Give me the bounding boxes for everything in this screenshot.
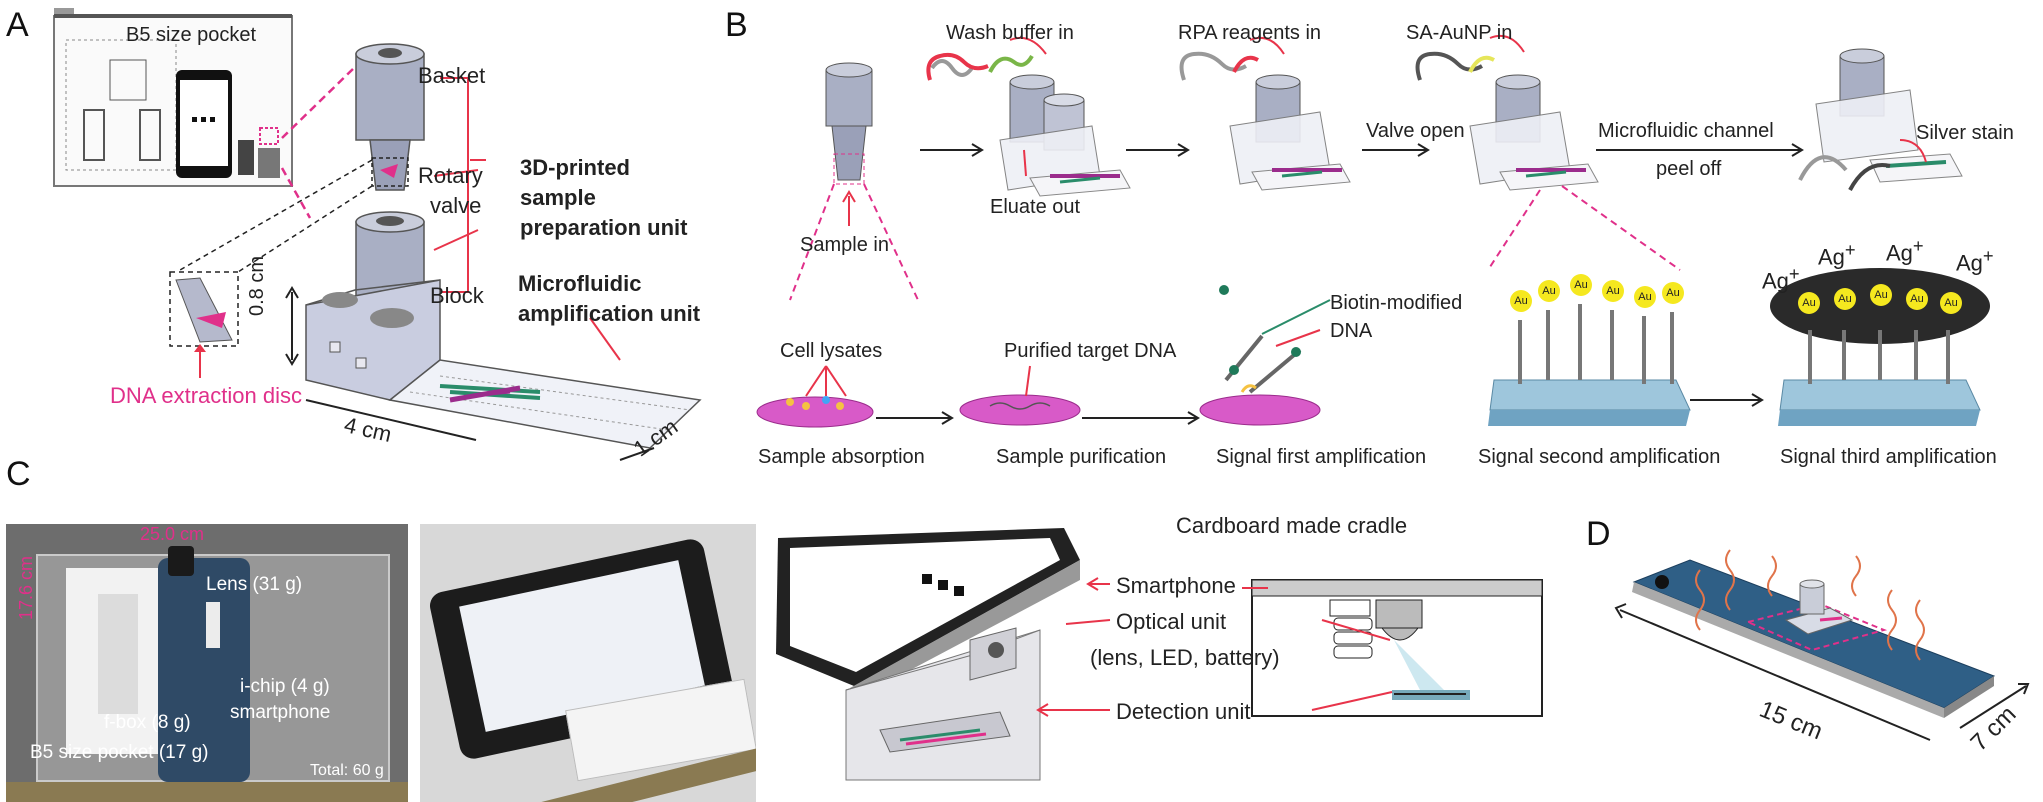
detection-unit-label: Detection unit — [1116, 699, 1251, 724]
ag-text: Ag — [1886, 240, 1913, 266]
b5-pocket-sketch — [53, 8, 357, 219]
au-particle: Au — [1634, 286, 1656, 308]
wash-buffer-label: Wash buffer in — [946, 22, 1074, 44]
device-silver — [1798, 48, 1963, 191]
amp-unit-label-2: amplification unit — [518, 301, 701, 326]
au-particle: Au — [1662, 282, 1684, 304]
sample-tube — [789, 62, 919, 301]
au-particle: Au — [1906, 288, 1928, 310]
prep-unit-label-1: 3D-printed — [520, 155, 630, 180]
rotary-valve-label-2: valve — [430, 193, 482, 218]
ag-ion-label: Ag+ — [1818, 239, 1856, 270]
prep-unit-label-2: sample — [520, 185, 596, 210]
au-particle: Au — [1870, 284, 1892, 306]
valve-open-label: Valve open — [1366, 120, 1465, 142]
ag-text: Ag — [1956, 250, 1983, 276]
channel-label-2: peel off — [1656, 158, 1722, 180]
device-base — [305, 279, 702, 449]
smartphone-label: Smartphone — [1116, 573, 1236, 598]
au-particle: Au — [1538, 280, 1560, 302]
biotin-label-2: DNA — [1330, 320, 1373, 342]
block-label: Block — [430, 283, 484, 308]
device-rpa — [1179, 36, 1351, 191]
lens-body — [168, 546, 194, 576]
width-label: 25.0 cm — [140, 524, 205, 544]
panel-letter-d: D — [1586, 515, 1611, 553]
i-chip — [206, 602, 220, 648]
phone-photo — [420, 524, 756, 802]
smartphone-photo-label: smartphone — [230, 702, 331, 723]
disc-label: DNA extraction disc — [110, 383, 302, 408]
ag-ion-label: Ag+ — [1762, 263, 1800, 294]
second-amp-substrate — [1488, 304, 1691, 426]
ag-text: Ag — [1818, 244, 1845, 270]
basket-label: Basket — [418, 63, 486, 88]
au-particle: Au — [1570, 274, 1592, 296]
purified-dna-label: Purified target DNA — [1004, 340, 1177, 362]
au-particle: Au — [1940, 292, 1962, 314]
i-chip-label: i-chip (4 g) — [240, 676, 330, 697]
biotin-label-1: Biotin-modified — [1330, 292, 1463, 314]
panel-letter-a: A — [6, 6, 29, 44]
step-label-4: Signal second amplification — [1478, 446, 1721, 468]
eluate-label: Eluate out — [990, 196, 1081, 218]
total-weight-label: Total: 60 g — [310, 762, 384, 779]
optical-unit-label-2: (lens, LED, battery) — [1090, 645, 1280, 670]
channel-label-1: Microfluidic channel — [1598, 120, 1774, 142]
step-label-5: Signal third amplification — [1780, 446, 1997, 468]
disc-row — [756, 285, 1331, 428]
device-wash — [926, 36, 1131, 197]
amp-unit-label-1: Microfluidic — [518, 271, 642, 296]
au-particle: Au — [1798, 292, 1820, 314]
basket-cylinder — [355, 43, 425, 191]
silver-stain-label: Silver stain — [1916, 122, 2014, 144]
phone-body — [158, 558, 250, 782]
pocket-label: B5 size pocket — [126, 24, 257, 46]
device-saaunp — [1415, 34, 1681, 271]
step-label-3: Signal first amplification — [1216, 446, 1427, 468]
ruler — [6, 782, 408, 802]
prep-unit-label-3: preparation unit — [520, 215, 688, 240]
pocket-weight-label: B5 size pocket (17 g) — [30, 742, 209, 763]
rotary-valve-label-1: Rotary — [418, 163, 483, 188]
step-label-2: Sample purification — [996, 446, 1167, 468]
rpa-label: RPA reagents in — [1178, 22, 1322, 44]
ag-text: Ag — [1762, 268, 1789, 294]
au-particle: Au — [1834, 288, 1856, 310]
au-particle: Au — [1602, 280, 1624, 302]
third-amp-substrate — [1770, 268, 1990, 426]
saaunp-label: SA-AuNP in — [1406, 22, 1513, 44]
ag-ion-label: Ag+ — [1956, 245, 1994, 276]
f-box-label: f-box (8 g) — [104, 712, 191, 733]
kit-photo — [6, 524, 408, 802]
f-box-shadow — [98, 594, 138, 714]
panel-letter-c: C — [6, 455, 31, 493]
sample-in-label: Sample in — [800, 234, 889, 256]
lens-label: Lens (31 g) — [206, 574, 303, 595]
cradle-title: Cardboard made cradle — [1176, 513, 1408, 538]
au-particle: Au — [1510, 290, 1532, 312]
optical-unit-label-1: Optical unit — [1116, 609, 1227, 634]
panel-letter-b: B — [725, 6, 748, 44]
ag-ion-label: Ag+ — [1886, 235, 1924, 266]
step-label-1: Sample absorption — [758, 446, 925, 468]
cell-lysates-label: Cell lysates — [780, 340, 883, 362]
